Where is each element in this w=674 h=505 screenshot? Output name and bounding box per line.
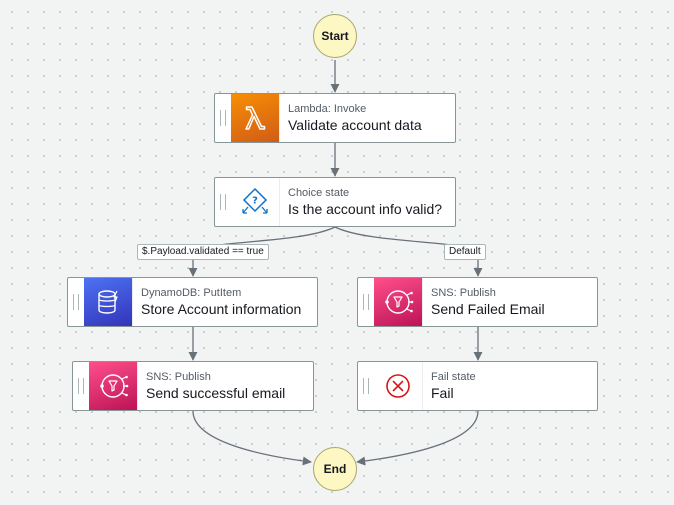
end-node[interactable]: End: [313, 447, 357, 491]
state-name-label: Fail: [431, 384, 454, 401]
state-fail[interactable]: Fail state Fail: [357, 361, 598, 411]
state-name-label: Store Account information: [141, 300, 302, 317]
branch-label-default[interactable]: Default: [444, 244, 486, 260]
state-type-label: Fail state: [431, 370, 476, 383]
svg-text:?: ?: [252, 196, 258, 207]
branch-label-validated-true[interactable]: $.Payload.validated == true: [137, 244, 269, 260]
drag-handle[interactable]: [215, 178, 231, 226]
state-name-label: Is the account info valid?: [288, 200, 443, 217]
state-validate-account-data[interactable]: Lambda: Invoke Validate account data: [214, 93, 456, 143]
drag-handle[interactable]: [68, 278, 84, 326]
start-node[interactable]: Start: [313, 14, 357, 58]
sns-icon: [89, 362, 138, 410]
state-send-failed-email[interactable]: SNS: Publish Send Failed Email: [357, 277, 598, 327]
state-type-label: SNS: Publish: [431, 286, 496, 299]
drag-handle[interactable]: [358, 278, 374, 326]
edge-success-email-to-end: [192, 410, 312, 466]
lambda-icon: [231, 94, 280, 142]
drag-handle[interactable]: [73, 362, 89, 410]
drag-handle[interactable]: [358, 362, 374, 410]
state-choice[interactable]: ? Choice state Is the account info valid…: [214, 177, 456, 227]
drag-handle[interactable]: [215, 94, 231, 142]
fail-icon: [374, 362, 423, 410]
state-type-label: SNS: Publish: [146, 370, 211, 383]
state-send-successful-email[interactable]: SNS: Publish Send successful email: [72, 361, 314, 411]
edge-fail-to-end: [356, 410, 479, 466]
state-type-label: DynamoDB: PutItem: [141, 286, 242, 299]
start-label: Start: [321, 29, 349, 43]
state-name-label: Send Failed Email: [431, 300, 545, 317]
state-type-label: Choice state: [288, 186, 350, 199]
dynamodb-icon: [84, 278, 133, 326]
state-name-label: Validate account data: [288, 116, 422, 133]
choice-icon: ?: [231, 178, 280, 226]
end-label: End: [323, 462, 347, 476]
state-type-label: Lambda: Invoke: [288, 102, 367, 115]
sns-icon: [374, 278, 423, 326]
state-store-account-information[interactable]: DynamoDB: PutItem Store Account informat…: [67, 277, 318, 327]
state-name-label: Send successful email: [146, 384, 286, 401]
